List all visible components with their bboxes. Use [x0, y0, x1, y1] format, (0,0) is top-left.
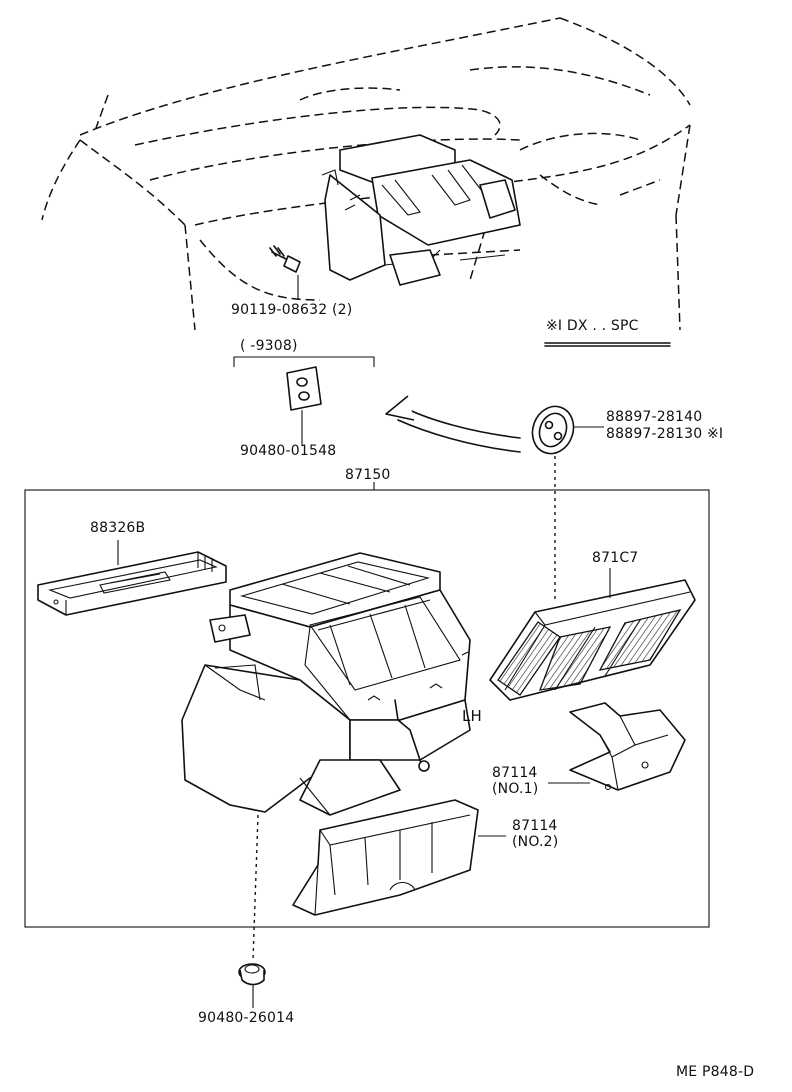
- part-number-duct-no2: 87114: [512, 818, 558, 834]
- unit-frame: [24, 482, 710, 928]
- part-number-drain-grommet: 90480-26014: [198, 1010, 295, 1026]
- part-number-oval-grommet-2: 88897-28130 ※Ⅰ: [606, 426, 724, 442]
- cover-plate-icon: [37, 551, 227, 616]
- oval-grommet-icon: [531, 405, 575, 455]
- part-number-filter: 871C7: [592, 550, 639, 566]
- small-grommet-icon: [286, 366, 322, 411]
- duct-no1-icon: [569, 702, 686, 791]
- part-number-bolt: 90119-08632 (2): [231, 302, 353, 318]
- part-number-unit: 87150: [345, 467, 391, 483]
- dashboard-outline: [41, 17, 691, 331]
- part-number-cover: 88326B: [90, 520, 146, 536]
- page-code: ME P848-D: [676, 1064, 755, 1080]
- part-number-oval-grommet-1: 88897-28140: [606, 409, 703, 425]
- spec-note: ※Ⅰ DX . . SPC: [546, 318, 639, 334]
- range-bracket: [233, 356, 375, 367]
- duct-no2-icon: [292, 799, 479, 916]
- part-number-small-grommet: 90480-01548: [240, 443, 337, 459]
- drain-grommet-icon: [238, 963, 266, 986]
- installed-heater-unit: [321, 134, 521, 286]
- replacement-arrow: [385, 395, 521, 453]
- part-number-duct-no1: 87114: [492, 765, 538, 781]
- drain-guide: [252, 814, 259, 961]
- duct-no1-note: (NO.1): [492, 781, 539, 797]
- filter-icon: [489, 579, 696, 701]
- bolt-icon: [269, 245, 301, 273]
- duct-no2-note: (NO.2): [512, 834, 559, 850]
- heater-unit-icon: [181, 552, 471, 816]
- side-mark: LH: [462, 707, 483, 725]
- range-label: ( -9308): [240, 338, 298, 354]
